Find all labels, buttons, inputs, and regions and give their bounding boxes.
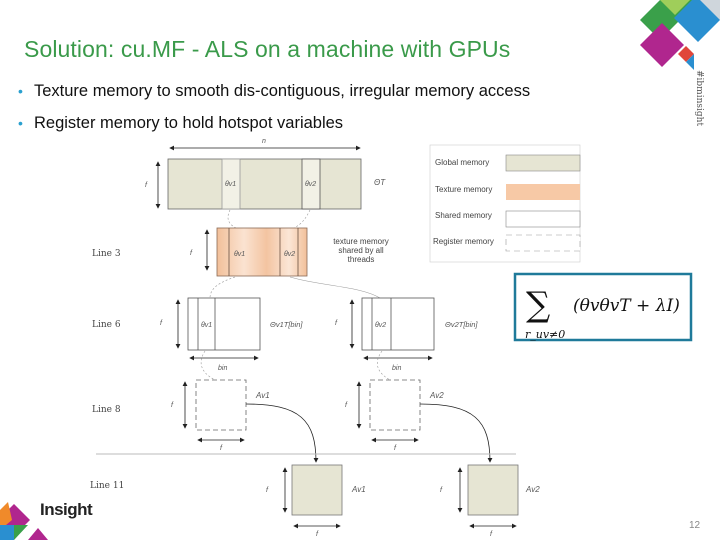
diagram-label: f (266, 487, 269, 494)
diagram-label: Av2 (429, 391, 444, 400)
ibm-insight-diamond-logo-icon (640, 0, 720, 70)
diagram-label: Line 3 (92, 249, 121, 259)
diagram-label: ΘT (374, 178, 386, 187)
line11-global-results: Line 11 f Av1 f f Av2 f (90, 464, 540, 538)
diagram-label: θv1 (234, 251, 245, 258)
diagram-label: f (335, 320, 338, 327)
formula-box: ∑ r_uv≠0 (θvθvT + λI) (513, 272, 693, 342)
diagram-label: (θvθvT + λI) (573, 296, 680, 316)
insight-logo-text: Insight (40, 500, 93, 519)
diagram-label: f (440, 487, 443, 494)
bullet-dot-icon: • (18, 83, 23, 99)
bullet-list: •Texture memory to smooth dis-contiguous… (18, 80, 530, 144)
line3-texture-matrix: Line 3 f θv1 θv2 texture memory shared b… (92, 227, 389, 299)
diagram-label: Global memory (435, 158, 489, 167)
diagram-label: θv2 (305, 181, 316, 188)
diagram-label: bin (392, 365, 401, 372)
diagram-label: texture memory (333, 237, 389, 246)
line6-shared-bins: Line 6 f θv1 Θv1T[bin] bin f θv2 Θv2T[bi… (92, 297, 478, 381)
hashtag-label: #ibminsight (694, 70, 704, 127)
diagram-label: n (262, 138, 266, 145)
diagram-label: Line 11 (90, 481, 124, 491)
diagram-label: Texture memory (435, 185, 492, 194)
insight-logo-icon (0, 502, 48, 540)
diagram-label: f (160, 320, 163, 327)
diagram-label: Θv2T[bin] (445, 320, 478, 329)
bullet-dot-icon: • (18, 115, 23, 131)
diagram-label: f (490, 531, 493, 538)
global-matrix-theta-T: n f θv1 θv2 ΘT (145, 138, 386, 229)
diagram-label: f (190, 250, 193, 257)
summation-icon: ∑ (526, 285, 550, 325)
diagram-label: f (171, 402, 174, 409)
diagram-label: f (394, 445, 397, 452)
bullet-item: •Register memory to hold hotspot variabl… (18, 114, 344, 132)
line8-register-accumulators: Line 8 f Av1 f f Av2 f (92, 379, 493, 463)
diagram-label: f (316, 531, 319, 538)
diagram-label: Line 6 (92, 320, 121, 330)
diagram-label: θv1 (225, 181, 236, 188)
diagram-label: Register memory (433, 237, 494, 246)
diagram-label: r_uv≠0 (525, 328, 565, 341)
diagram-label: f (220, 445, 223, 452)
page-number: 12 (689, 520, 701, 531)
diagram-label: Line 8 (92, 405, 121, 415)
diagram-label: Θv1T[bin] (270, 320, 303, 329)
memory-legend: Global memory Texture memory Shared memo… (429, 144, 581, 263)
diagram-label: Av1 (255, 391, 270, 400)
diagram-label: θv1 (201, 322, 212, 329)
diagram-label: Shared memory (435, 211, 492, 220)
diagram-label: bin (218, 365, 227, 372)
diagram-label: Av2 (525, 485, 540, 494)
slide-title: Solution: cu.MF - ALS on a machine with … (24, 36, 511, 62)
bullet-item: •Texture memory to smooth dis-contiguous… (18, 82, 531, 100)
diagram-label: f (145, 182, 148, 189)
diagram-label: f (345, 402, 348, 409)
diagram-label: threads (348, 255, 375, 264)
diagram-label: θv2 (375, 322, 386, 329)
diagram-label: shared by all (338, 246, 384, 255)
diagram-label: Av1 (351, 485, 366, 494)
diagram-label: θv2 (284, 251, 295, 258)
